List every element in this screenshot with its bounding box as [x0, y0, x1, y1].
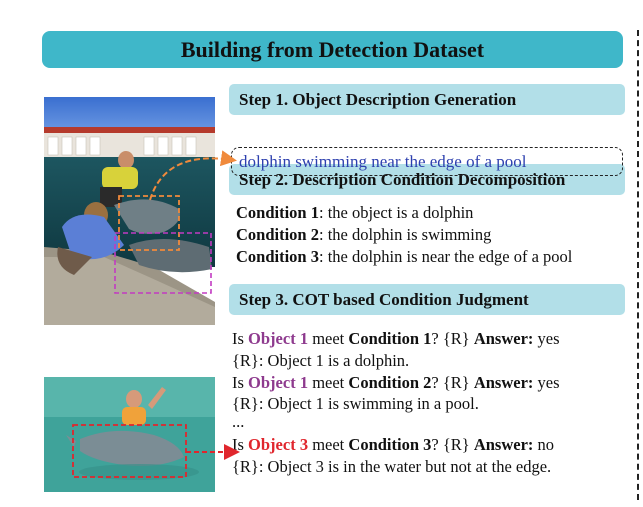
judgment-question-2: Is Object 1 meet Condition 2? {R} Answer…	[232, 372, 560, 392]
figure-title: Building from Detection Dataset	[180, 36, 485, 62]
object-1-label: Object 1	[248, 372, 309, 392]
condition-3-label: Condition 3	[236, 247, 319, 266]
condition-2-label: Condition 2	[236, 225, 319, 244]
judgment-reason-2: {R}: Object 1 is swimming in a pool.	[232, 394, 479, 414]
condition-2-text: : the dolphin is swimming	[318, 225, 492, 244]
description-text: dolphin swimming near the edge of a pool	[239, 151, 527, 171]
judgment-list: Is Object 1 meet Condition 1? {R} Answer…	[232, 328, 560, 478]
object-1-label: Object 1	[248, 329, 309, 348]
step-1-label: Step 1. Object Description Generation	[239, 89, 517, 109]
condition-1-text: : the object is a dolphin	[318, 203, 474, 222]
step-3-header: Step 3. COT based Condition Judgment	[229, 284, 625, 315]
judgment-reason-1: {R}: Object 1 is a dolphin.	[232, 350, 410, 370]
dolphin-pool-illustration	[44, 97, 215, 325]
judgment-ellipsis: ...	[232, 412, 245, 432]
judgment-question-1: Is Object 1 meet Condition 1? {R} Answer…	[232, 329, 560, 348]
judgment-reason-3: {R}: Object 3 is in the water but not at…	[232, 456, 552, 476]
title-banner: Building from Detection Dataset	[42, 31, 623, 68]
conditions-list: Condition 1: the object is a dolphin Con…	[236, 202, 572, 268]
dolphin-pool-photo	[44, 97, 215, 325]
right-dashed-border	[637, 30, 639, 500]
object-1-bbox	[118, 195, 180, 251]
object-3-label: Object 3	[248, 435, 309, 455]
object-2-bbox	[114, 232, 212, 294]
step-2-label: Step 2. Description Condition Decomposit…	[239, 169, 566, 189]
condition-2: Condition 2: the dolphin is swimming	[236, 224, 572, 246]
step-1-header: Step 1. Object Description Generation	[229, 84, 625, 115]
step-2-header: Step 2. Description Condition Decomposit…	[229, 164, 625, 195]
step-3-label: Step 3. COT based Condition Judgment	[239, 289, 529, 309]
object-3-bbox	[72, 424, 187, 478]
condition-1: Condition 1: the object is a dolphin	[236, 202, 572, 224]
condition-3: Condition 3: the dolphin is near the edg…	[236, 246, 572, 268]
condition-1-label: Condition 1	[236, 203, 319, 222]
description-arrow	[149, 150, 237, 201]
condition-3-text: : the dolphin is near the edge of a pool	[318, 247, 573, 266]
